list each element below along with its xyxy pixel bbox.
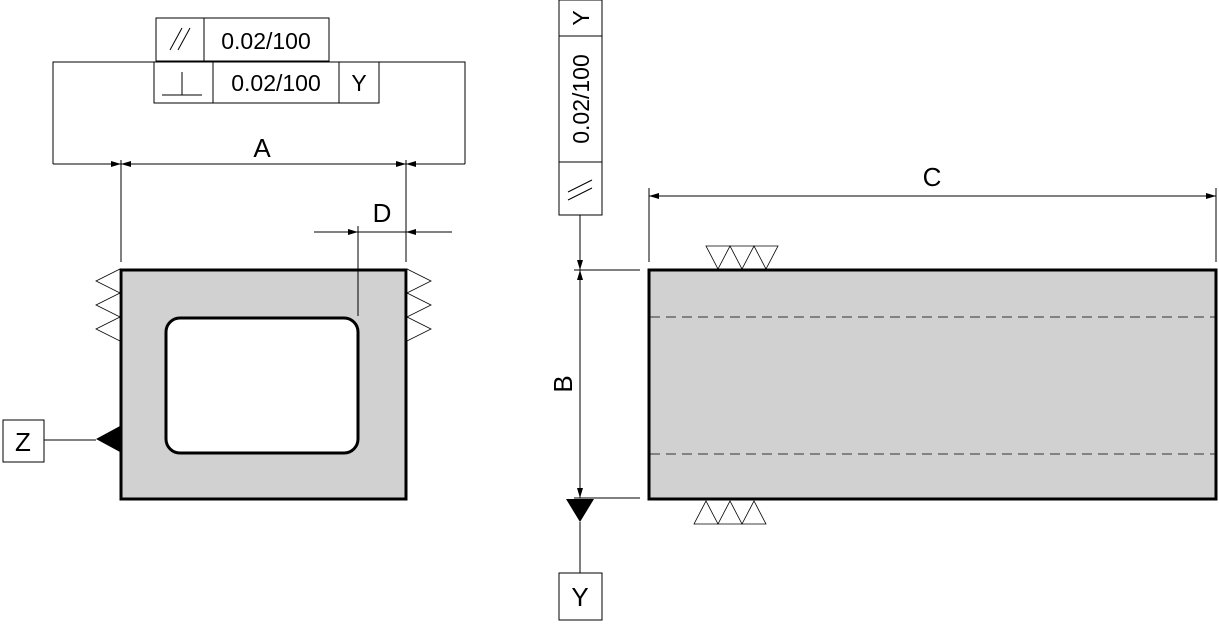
dimension-label-d: D — [373, 198, 392, 228]
datum-z-triangle-icon — [96, 426, 120, 452]
datum-z: Z — [2, 419, 120, 463]
side-view-body — [647, 268, 1218, 501]
perpendicularity-icon — [162, 72, 202, 96]
datum-y-label: Y — [571, 582, 588, 612]
parallelism-vertical-datum: Y — [568, 10, 594, 25]
inner-opening — [164, 316, 360, 455]
perpendicularity-value: 0.02/100 — [231, 70, 321, 96]
tolerance-frame-parallelism-vertical: Y 0.02/100 — [558, 0, 603, 216]
parallelism-vertical-value: 0.02/100 — [568, 54, 594, 144]
surface-finish-top-symbol — [705, 245, 779, 270]
parallelism-value: 0.02/100 — [221, 28, 311, 54]
surface-finish-right-symbol — [406, 268, 432, 342]
datum-z-label: Z — [15, 427, 31, 457]
perpendicularity-datum: Y — [351, 70, 366, 96]
dimension-label-b: B — [548, 375, 578, 392]
tolerance-frame-perpendicularity: 0.02/100 Y — [153, 61, 380, 104]
surface-finish-bottom-symbol — [693, 500, 767, 525]
parallelism-icon — [169, 27, 191, 51]
datum-y-triangle-icon — [566, 499, 594, 522]
right-view: C B Y 0.02/100 Y — [548, 0, 1218, 621]
left-view: A 0.02/100 0.02/100 Y — [2, 17, 466, 501]
dimension-label-a: A — [253, 133, 271, 163]
parallelism-vertical-icon — [567, 179, 593, 201]
tolerance-frame-parallelism-top: 0.02/100 — [155, 17, 330, 62]
dimension-label-c: C — [923, 162, 942, 192]
datum-y: Y — [558, 499, 603, 621]
surface-finish-left-symbol — [95, 268, 121, 342]
